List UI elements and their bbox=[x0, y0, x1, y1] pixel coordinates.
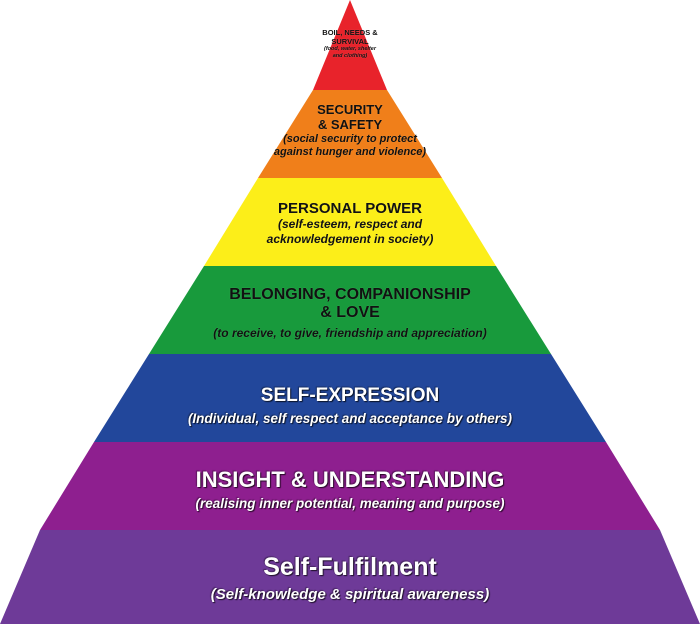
level-description-line: (self-esteem, respect and bbox=[277, 217, 423, 232]
level-title-line: & LOVE bbox=[320, 304, 380, 322]
level-description-line: against hunger and violence) bbox=[273, 146, 427, 159]
pyramid-level-personal-power: PERSONAL POWER (self-esteem, respect and… bbox=[0, 200, 700, 246]
level-title-line: SECURITY bbox=[317, 102, 383, 117]
level-description-line: (to receive, to give, friendship and app… bbox=[213, 325, 487, 340]
pyramid-level-security-band bbox=[258, 90, 442, 178]
level-title-line: BELONGING, COMPANIONSHIP bbox=[229, 286, 471, 303]
level-title-line: Self-Fulfilment bbox=[263, 553, 437, 581]
pyramid-level-self-expression: SELF-EXPRESSION (Individual, self respec… bbox=[0, 385, 700, 427]
pyramid-level-insight: INSIGHT & UNDERSTANDING (realising inner… bbox=[0, 467, 700, 512]
level-title-line: PERSONAL POWER bbox=[278, 200, 422, 217]
pyramid-level-survival-band bbox=[313, 0, 387, 90]
level-title-line: BOIL, NEEDS & bbox=[322, 28, 378, 37]
level-description-line: (social security to protect bbox=[283, 132, 417, 145]
level-description-line: (food, water, shelter bbox=[324, 46, 376, 53]
level-title-line: INSIGHT & UNDERSTANDING bbox=[195, 467, 505, 492]
level-title-line: SURVIVAL bbox=[331, 36, 369, 46]
pyramid-level-survival: BOIL, NEEDS & SURVIVAL (food, water, she… bbox=[0, 28, 700, 59]
pyramid-level-security: SECURITY & SAFETY (social security to pr… bbox=[0, 102, 700, 159]
pyramid-level-self-fulfilment: Self-Fulfilment (Self-knowledge & spirit… bbox=[0, 553, 700, 604]
level-title-line: SELF-EXPRESSION bbox=[260, 385, 440, 406]
pyramid-level-insight-band bbox=[40, 442, 660, 530]
pyramid-level-belonging: BELONGING, COMPANIONSHIP & LOVE (to rece… bbox=[0, 286, 700, 340]
level-description-line: acknowledgement in society) bbox=[266, 231, 434, 246]
pyramid-level-belonging-band bbox=[149, 266, 551, 354]
pyramid-level-self-fulfilment-band bbox=[0, 530, 700, 624]
pyramid-level-self-expression-band bbox=[94, 354, 606, 442]
level-description-line: (realising inner potential, meaning and … bbox=[195, 496, 505, 512]
level-description-line: (Individual, self respect and acceptance… bbox=[187, 410, 513, 426]
level-title-line: & SAFETY bbox=[317, 116, 383, 132]
pyramid-level-personal-power-band bbox=[204, 178, 496, 266]
level-description-line: (Self-knowledge & spiritual awareness) bbox=[210, 585, 490, 603]
level-description-line: and clothing) bbox=[332, 52, 368, 59]
